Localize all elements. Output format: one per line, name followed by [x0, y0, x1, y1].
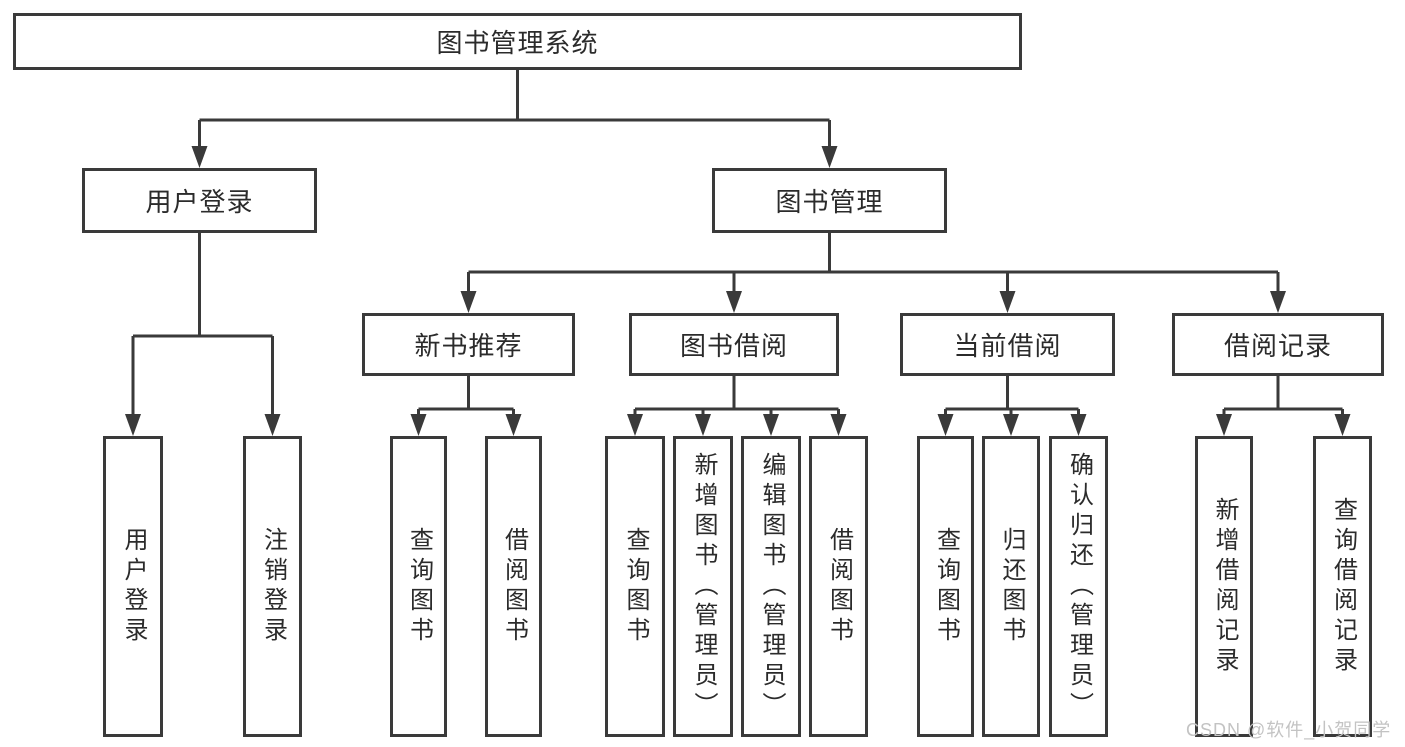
leaf-search-borrow-record: 查询借阅记录 [1313, 436, 1372, 737]
arrowhead [763, 414, 779, 436]
leaf-borrow-books-recommend: 借阅图书 [485, 436, 542, 737]
leaf-logout: 注销登录 [243, 436, 302, 737]
arrowhead [1003, 414, 1019, 436]
leaf-label: 查询图书 [405, 526, 433, 647]
arrowhead [999, 291, 1016, 313]
csdn-watermark: CSDN @软件_小贺同学 [1186, 720, 1392, 740]
arrowhead [264, 414, 281, 436]
leaf-return-books: 归还图书 [982, 436, 1040, 737]
connector-borrow-records-children [1216, 376, 1351, 436]
leaf-label: 归还图书 [998, 526, 1025, 647]
arrowhead [410, 414, 427, 436]
leaf-label: 新增图书（管理员） [690, 451, 717, 722]
arrowhead [821, 146, 838, 168]
leaf-add-books-admin: 新增图书（管理员） [673, 436, 733, 737]
leaf-user-login: 用户登录 [103, 436, 163, 737]
connector-book-mgmt-to-level3 [460, 233, 1286, 313]
node-new-book-recommend: 新书推荐 [362, 313, 575, 376]
leaf-label: 借阅图书 [825, 526, 853, 647]
leaf-search-books-recommend: 查询图书 [390, 436, 447, 737]
arrowhead [830, 414, 847, 436]
leaf-label: 查询借阅记录 [1329, 496, 1357, 677]
arrowhead [125, 414, 141, 436]
connector-current-borrow-children [937, 376, 1087, 436]
arrowhead [937, 414, 954, 436]
connector-book-borrow-children [627, 376, 847, 436]
leaf-confirm-return-admin: 确认归还（管理员） [1049, 436, 1108, 737]
node-root: 图书管理系统 [13, 13, 1022, 70]
arrowhead [1070, 414, 1087, 436]
arrowhead [695, 414, 711, 436]
arrowhead [1334, 414, 1351, 436]
leaf-search-books-current: 查询图书 [917, 436, 974, 737]
leaf-label: 确认归还（管理员） [1065, 451, 1093, 722]
connector-user-login-children [125, 233, 281, 436]
leaf-label: 用户登录 [120, 526, 147, 647]
arrowhead [627, 414, 643, 436]
leaf-label: 编辑图书（管理员） [758, 451, 785, 722]
node-book-management: 图书管理 [712, 168, 947, 233]
arrowhead [505, 414, 522, 436]
node-current-borrow: 当前借阅 [900, 313, 1115, 376]
leaf-label: 注销登录 [259, 526, 287, 647]
leaf-add-borrow-record: 新增借阅记录 [1195, 436, 1253, 737]
node-borrow-records: 借阅记录 [1172, 313, 1384, 376]
leaf-search-books-borrow: 查询图书 [605, 436, 665, 737]
arrowhead [1216, 414, 1232, 436]
node-book-borrow: 图书借阅 [629, 313, 839, 376]
leaf-borrow-books: 借阅图书 [809, 436, 868, 737]
leaf-edit-books-admin: 编辑图书（管理员） [741, 436, 801, 737]
node-user-login: 用户登录 [82, 168, 317, 233]
leaf-label: 查询图书 [932, 526, 960, 647]
leaf-label: 新增借阅记录 [1211, 496, 1238, 677]
arrowhead [460, 291, 477, 313]
leaf-label: 借阅图书 [500, 526, 528, 647]
arrowhead [191, 146, 208, 168]
arrowhead [1270, 291, 1286, 313]
arrowhead [726, 291, 742, 313]
leaf-label: 查询图书 [622, 526, 649, 647]
connector-new-book-children [410, 376, 522, 436]
connector-root-to-level2 [191, 70, 838, 168]
